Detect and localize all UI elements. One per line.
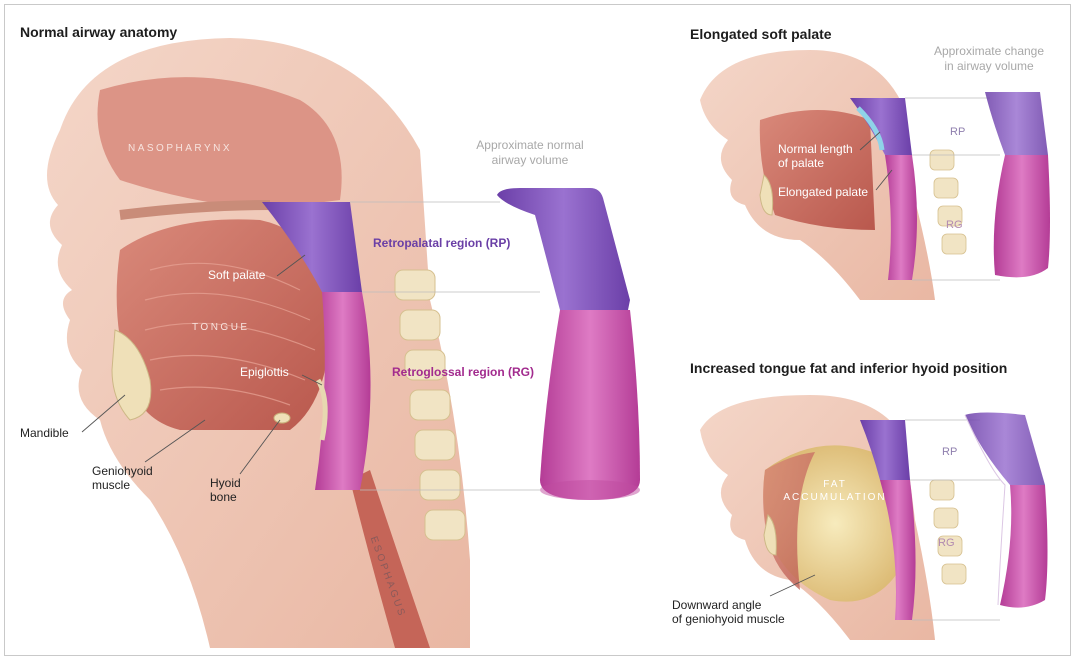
elongated-rg-label: RG [946, 219, 963, 231]
retropalatal-label: Retropalatal region (RP) [373, 236, 511, 250]
downward-angle-line1: Downward angle [672, 598, 762, 612]
downward-angle-label: Downward angle of geniohyoid muscle [672, 598, 785, 626]
tongue-fat-airway-volume [964, 412, 1048, 608]
main-pointer-lines [81, 254, 323, 475]
normal-panel-title: Normal airway anatomy [20, 24, 178, 40]
nasopharynx-label: NASOPHARYNX [128, 143, 233, 154]
elongated-palate-label: Elongated palate [778, 185, 869, 199]
fat-accumulation-line1: FAT [823, 479, 847, 490]
retroglossal-label: Retroglossal region (RG) [392, 365, 535, 379]
geniohyoid-label-line1: Geniohyoid [92, 464, 153, 478]
tongue-fat-pointer-lines [769, 574, 816, 597]
hyoid-label: Hyoid bone [210, 476, 241, 504]
soft-palate-label: Soft palate [208, 268, 266, 282]
normal-length-palate-line2: of palate [778, 156, 825, 170]
hyoid-label-line1: Hyoid [210, 476, 241, 490]
elongated-panel-title: Elongated soft palate [690, 26, 832, 42]
geniohyoid-label: Geniohyoid muscle [92, 464, 153, 492]
elongated-rp-label: RP [950, 126, 966, 138]
elongated-head-illustration [700, 50, 967, 300]
epiglottis-label: Epiglottis [240, 365, 289, 379]
mandible-label: Mandible [20, 426, 69, 440]
geniohyoid-label-line2: muscle [92, 478, 131, 492]
tongue-fat-rp-label: RP [942, 446, 958, 458]
elongated-volume-caption: Approximate change in airway volume [920, 44, 1058, 74]
downward-angle-line2: of geniohyoid muscle [672, 612, 785, 626]
elongated-airway-volume [985, 92, 1050, 278]
elongated-volume-caption-line1: Approximate change [933, 44, 1045, 58]
normal-volume-caption: Approximate normal airway volume [455, 138, 605, 168]
elongated-volume-caption-line2: in airway volume [944, 59, 1034, 73]
main-airway-volume [497, 188, 640, 500]
normal-volume-caption-line1: Approximate normal [476, 138, 584, 152]
normal-volume-caption-line2: airway volume [491, 153, 569, 167]
elongated-guide-lines [905, 97, 1000, 281]
fat-accumulation-label: FAT ACCUMULATION [780, 478, 890, 504]
tongue-fat-head-illustration [700, 395, 967, 640]
fat-accumulation-line2: ACCUMULATION [783, 492, 887, 503]
normal-length-palate-label: Normal length of palate [778, 142, 853, 170]
main-head-illustration [46, 38, 471, 648]
tongue-fat-panel-title: Increased tongue fat and inferior hyoid … [690, 360, 1008, 376]
normal-length-palate-line1: Normal length [778, 142, 853, 156]
tongue-fat-rg-label: RG [938, 537, 955, 549]
tongue-label: TONGUE [192, 322, 250, 333]
main-guide-lines [350, 201, 540, 491]
elongated-pointer-lines [859, 131, 893, 191]
hyoid-label-line2: bone [210, 490, 237, 504]
